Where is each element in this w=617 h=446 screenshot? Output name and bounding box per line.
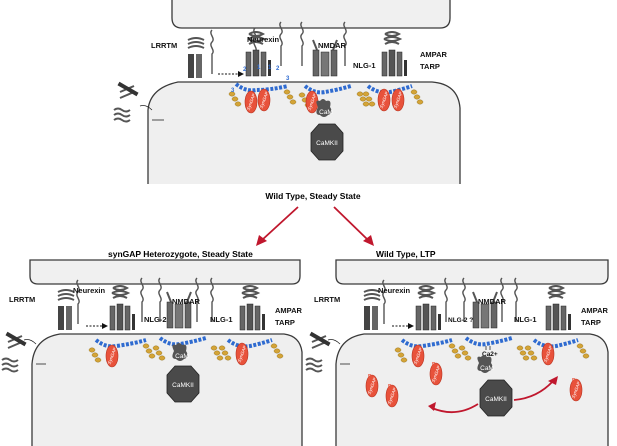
phospho-label: P: [368, 374, 372, 380]
pdz-number: 3: [286, 76, 290, 82]
cam-label: CaM: [319, 109, 333, 116]
pdz-number: 2: [243, 67, 247, 73]
lrrtm-label: LRRTM: [9, 295, 35, 304]
phospho-label: P: [432, 362, 436, 368]
nlg1-label: NLG-1: [353, 61, 376, 70]
neurexin-label: Neurexin: [73, 286, 106, 295]
presynaptic-terminal: [171, 0, 451, 29]
nlg2-label: NLG-2: [144, 315, 167, 324]
phospho-label: P: [572, 378, 576, 384]
tarp-label: TARP: [275, 318, 295, 327]
cam-label: CaM: [480, 365, 494, 372]
nlg2-label: NLG-2 ?: [448, 317, 473, 324]
nlg1-label: NLG-1: [514, 315, 537, 324]
pdz-number: 2: [276, 66, 280, 72]
camkii-label: CaMKII: [172, 382, 194, 389]
camkii-label: CaMKII: [485, 396, 507, 403]
nlg1-label: NLG-1: [210, 315, 233, 324]
tarp-label: TARP: [420, 62, 440, 71]
calcium-label: Ca2+: [482, 351, 498, 358]
panel-caption: Wild Type, LTP: [376, 249, 436, 259]
nmdar-label: NMDAR: [172, 297, 200, 306]
panel-caption: synGAP Heterozygote, Steady State: [108, 249, 253, 259]
postsynaptic-spine: [147, 81, 461, 184]
presynaptic-terminal: [29, 259, 301, 285]
ampar-label: AMPAR: [420, 50, 448, 59]
phospho-label: P: [388, 384, 392, 390]
transition-arrows: [256, 206, 374, 246]
camkii-label: CaMKII: [316, 140, 338, 147]
panel-wild-type-steady: 3 2 1 1 2 3 CaM CaMKII LRRTM Neurexin NM…: [113, 0, 461, 201]
ampar-label: AMPAR: [275, 306, 303, 315]
neurexin-label: Neurexin: [247, 35, 280, 44]
panel-syngap-heterozygote: synGAP Heterozygote, Steady State CaM Ca…: [1, 249, 303, 446]
pdz-number: 3: [231, 88, 235, 94]
pdz-number: 1: [257, 65, 261, 71]
panel-caption: Wild Type, Steady State: [265, 191, 360, 201]
pdz-number: 1: [268, 65, 272, 71]
nmdar-label: NMDAR: [478, 297, 506, 306]
cam-label: CaM: [175, 353, 189, 360]
presynaptic-terminal: [335, 259, 609, 285]
panel-wild-type-ltp: Wild Type, LTP P P P P Ca: [305, 249, 609, 446]
neurexin-label: Neurexin: [378, 286, 411, 295]
tarp-label: TARP: [581, 318, 601, 327]
ampar-label: AMPAR: [581, 306, 609, 315]
lrrtm-label: LRRTM: [151, 41, 177, 50]
nmdar-label: NMDAR: [318, 41, 346, 50]
lrrtm-label: LRRTM: [314, 295, 340, 304]
